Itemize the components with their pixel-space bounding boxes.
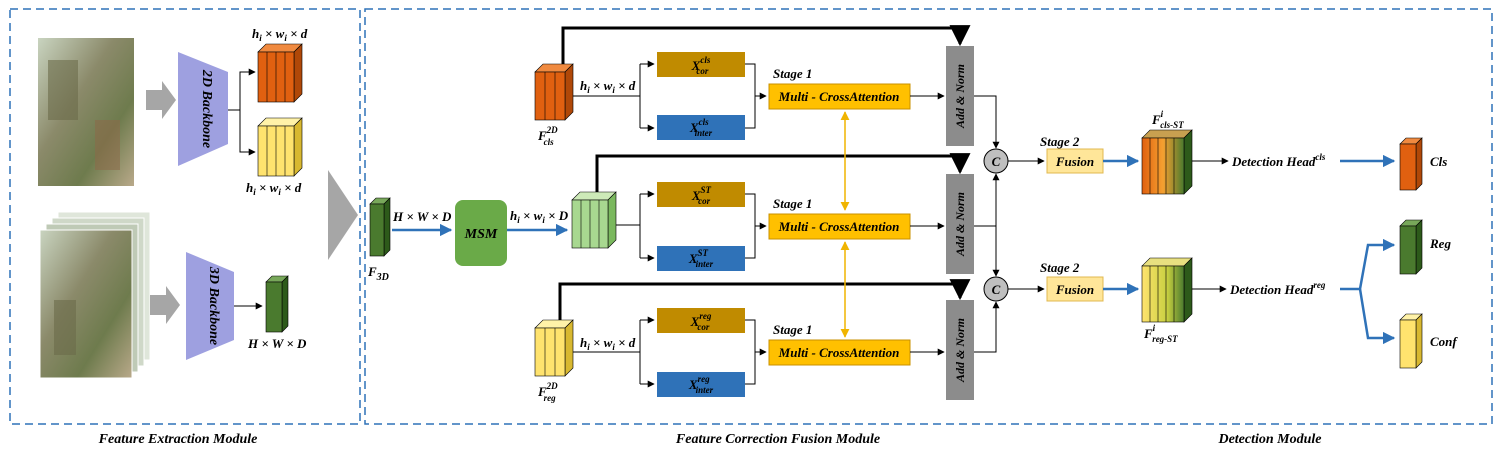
mca-st: Multi - CrossAttention — [778, 219, 900, 234]
feature-cube-green-extract — [265, 275, 289, 333]
feature-cube-st — [571, 191, 617, 249]
fusion-label-reg: Fusion — [1055, 282, 1094, 297]
addnorm-reg — [946, 300, 974, 400]
msm-label: MSM — [464, 227, 498, 242]
feature-cube-cls — [534, 63, 574, 121]
output-reg-label: Reg — [1429, 236, 1451, 251]
video-frame-stack — [39, 211, 151, 379]
output-cube-cls — [1399, 137, 1423, 191]
addnorm-st — [946, 174, 974, 274]
fusion-block-reg — [1046, 276, 1104, 302]
head-cls: Detection Headcls — [1231, 152, 1326, 169]
gray-arrow-big — [328, 170, 358, 260]
msm-block — [455, 200, 507, 266]
extraction-caption: Feature Extraction Module — [98, 432, 258, 447]
st-dims: hi × wi × D — [510, 208, 569, 225]
correction-module-border — [364, 8, 1493, 425]
addnorm-cls — [946, 46, 974, 146]
arrow-head-conf-out — [1358, 288, 1396, 345]
addnorm-label-st: Add & Norm — [953, 192, 967, 257]
stage1-label-reg: Stage 1 — [773, 322, 812, 337]
correction-caption: Feature Correction Fusion Module — [675, 432, 880, 447]
concat-label-reg: C — [992, 282, 1001, 297]
output-conf-label: Conf — [1430, 334, 1458, 349]
stage1-label-st: Stage 1 — [773, 196, 812, 211]
conn-reg-c2 — [974, 301, 1000, 353]
stage2-label-cls: Stage 2 — [1040, 134, 1080, 149]
backbone-2d — [178, 52, 228, 166]
backbone-3d — [186, 252, 234, 360]
mca-reg: Multi - CrossAttention — [778, 345, 900, 360]
feature-cube-orange-extract — [257, 43, 303, 103]
head-reg: Detection Headreg — [1229, 280, 1326, 297]
arrow-to-yellow — [239, 110, 256, 156]
backbone-2d-label: 2D Backbone — [199, 69, 214, 148]
arrow-head-reg-out — [1340, 238, 1396, 291]
dims-label-yellow: hi × wi × d — [246, 180, 302, 197]
reg-dims: hi × wi × d — [580, 335, 636, 352]
row-st — [616, 182, 945, 271]
gray-arrow-2d — [146, 81, 176, 119]
conn-cls-c1 — [974, 95, 1000, 149]
dims-label-top: hi × wi × d — [252, 26, 308, 43]
cls-dims: hi × wi × d — [580, 78, 636, 95]
backbone-3d-label: 3D Backbone — [206, 266, 221, 345]
stage1-label-cls: Stage 1 — [773, 66, 812, 81]
video-frame-single — [38, 38, 134, 186]
f3d-label: F3D — [367, 264, 389, 283]
row-cls — [573, 52, 945, 140]
arrow-to-orange — [228, 68, 256, 111]
f3d-cube — [369, 197, 391, 257]
output-cube-conf — [1399, 313, 1423, 369]
detection-caption: Detection Module — [1217, 432, 1321, 447]
feature-cube-yellow-extract — [257, 117, 303, 177]
fused-cube-reg — [1141, 257, 1193, 323]
output-cube-reg — [1399, 219, 1423, 275]
extraction-module-border — [9, 8, 361, 425]
fused-cube-cls — [1141, 129, 1193, 195]
fusion-label-cls: Fusion — [1055, 154, 1094, 169]
skip-reg — [558, 279, 971, 320]
skip-st — [595, 153, 971, 192]
row-reg — [573, 308, 945, 397]
addnorm-label-cls: Add & Norm — [953, 64, 967, 129]
f3d-dims: H × W × D — [392, 209, 452, 224]
output-cls-label: Cls — [1430, 154, 1447, 169]
skip-cls — [561, 25, 971, 64]
stage2-label-reg: Stage 2 — [1040, 260, 1080, 275]
conn-st-c1 — [974, 173, 1000, 227]
concat-label-cls: C — [992, 154, 1001, 169]
dims-label-green: H × W × D — [247, 336, 307, 351]
mca-cls: Multi - CrossAttention — [778, 89, 900, 104]
addnorm-label-reg: Add & Norm — [953, 318, 967, 383]
gray-arrow-3d — [150, 286, 180, 324]
feature-cube-reg — [534, 319, 574, 377]
